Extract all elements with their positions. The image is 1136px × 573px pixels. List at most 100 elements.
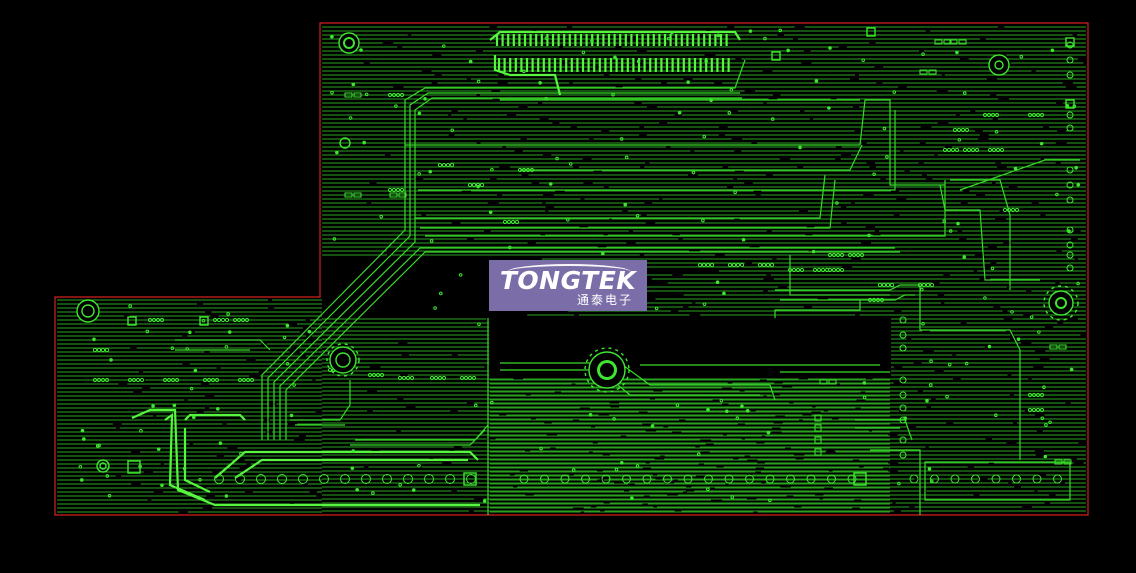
via-pad bbox=[473, 403, 478, 408]
via-pad bbox=[525, 167, 531, 173]
via-pad bbox=[95, 444, 100, 448]
via-pad bbox=[612, 417, 616, 421]
via-pad bbox=[991, 474, 1001, 484]
via-pad bbox=[839, 252, 845, 258]
via-pad bbox=[630, 496, 634, 501]
via-pad bbox=[702, 134, 707, 139]
via-pad bbox=[216, 317, 222, 323]
via-pad bbox=[544, 36, 549, 41]
via-pad bbox=[192, 415, 196, 420]
via-pad bbox=[220, 317, 226, 323]
via-pad bbox=[990, 266, 995, 271]
via-pad bbox=[686, 80, 690, 84]
via-pad bbox=[256, 474, 266, 484]
via-pad bbox=[395, 92, 401, 98]
via-pad bbox=[623, 202, 628, 207]
via-pad bbox=[899, 376, 907, 384]
via-pad bbox=[872, 172, 876, 177]
via-pad bbox=[831, 252, 837, 258]
via-pad bbox=[224, 317, 230, 323]
via-pad bbox=[995, 147, 1001, 153]
via-pad bbox=[79, 478, 84, 482]
via-pad bbox=[879, 297, 885, 303]
via-pad bbox=[962, 147, 968, 153]
via-pad bbox=[212, 317, 218, 323]
via-pad bbox=[806, 474, 816, 484]
via-pad bbox=[506, 219, 512, 225]
board-cutout-area bbox=[489, 318, 891, 376]
via-pad bbox=[92, 337, 96, 342]
via-pad bbox=[761, 262, 767, 268]
via-pad bbox=[1066, 196, 1074, 204]
via-pad bbox=[445, 474, 455, 484]
via-pad bbox=[160, 483, 164, 488]
via-pad bbox=[954, 147, 960, 153]
small-hole-upper-left bbox=[339, 137, 351, 149]
via-pad bbox=[156, 447, 161, 451]
via-pad bbox=[399, 187, 405, 193]
via-pad bbox=[950, 474, 960, 484]
via-pad bbox=[1066, 181, 1074, 189]
via-pad bbox=[974, 147, 980, 153]
via-pad bbox=[364, 92, 369, 97]
via-pad bbox=[1055, 192, 1059, 197]
via-pad bbox=[929, 359, 933, 364]
via-pad bbox=[765, 474, 775, 484]
via-pad bbox=[614, 467, 619, 472]
via-pad bbox=[827, 106, 831, 110]
via-pad bbox=[307, 329, 312, 334]
via-pad bbox=[162, 377, 168, 383]
via-pad bbox=[763, 36, 767, 41]
via-pad bbox=[727, 110, 732, 115]
via-pad bbox=[635, 464, 640, 468]
via-pad bbox=[715, 280, 720, 284]
via-pad bbox=[956, 221, 960, 226]
via-pad bbox=[847, 252, 853, 258]
via-pad bbox=[245, 377, 251, 383]
via-pad bbox=[921, 321, 925, 326]
via-pad bbox=[441, 44, 446, 48]
via-pad bbox=[319, 474, 329, 484]
via-pad bbox=[812, 267, 818, 273]
via-pad bbox=[929, 479, 934, 484]
via-pad bbox=[403, 474, 413, 484]
via-pad bbox=[827, 474, 836, 484]
via-pad bbox=[423, 97, 427, 101]
via-pad bbox=[947, 362, 952, 367]
via-pad bbox=[729, 88, 734, 92]
via-pad bbox=[881, 282, 887, 288]
via-pad bbox=[1053, 474, 1062, 484]
via-pad bbox=[1037, 330, 1041, 334]
via-pad bbox=[899, 451, 907, 459]
via-pad bbox=[1031, 407, 1037, 413]
via-pad bbox=[946, 147, 952, 153]
via-pad bbox=[987, 344, 992, 349]
via-pad bbox=[471, 375, 477, 381]
via-pad bbox=[1032, 474, 1042, 484]
via-pad bbox=[151, 404, 155, 408]
via-pad bbox=[798, 145, 802, 150]
via-pad bbox=[709, 98, 713, 103]
via-pad bbox=[424, 474, 434, 484]
via-pad bbox=[622, 474, 631, 484]
via-pad bbox=[611, 92, 615, 97]
via-pad bbox=[948, 229, 953, 233]
via-pad bbox=[519, 474, 529, 484]
mounting-hole-right bbox=[1043, 285, 1079, 321]
mounting-holes bbox=[76, 32, 1079, 473]
via-pad bbox=[96, 377, 102, 383]
via-pad bbox=[795, 267, 801, 273]
via-pad bbox=[654, 306, 659, 311]
via-pad bbox=[1029, 315, 1034, 319]
logo-subtitle-text: 通泰电子 bbox=[577, 293, 634, 307]
via-pad bbox=[185, 347, 189, 351]
via-pad bbox=[1050, 48, 1055, 53]
via-pad bbox=[1031, 392, 1037, 398]
via-pad bbox=[701, 218, 705, 223]
via-pad bbox=[387, 92, 393, 98]
via-pad bbox=[642, 474, 652, 484]
via-pad bbox=[417, 463, 421, 468]
via-pad bbox=[757, 262, 763, 268]
via-pad bbox=[218, 441, 223, 446]
board-outline bbox=[54, 22, 1089, 516]
